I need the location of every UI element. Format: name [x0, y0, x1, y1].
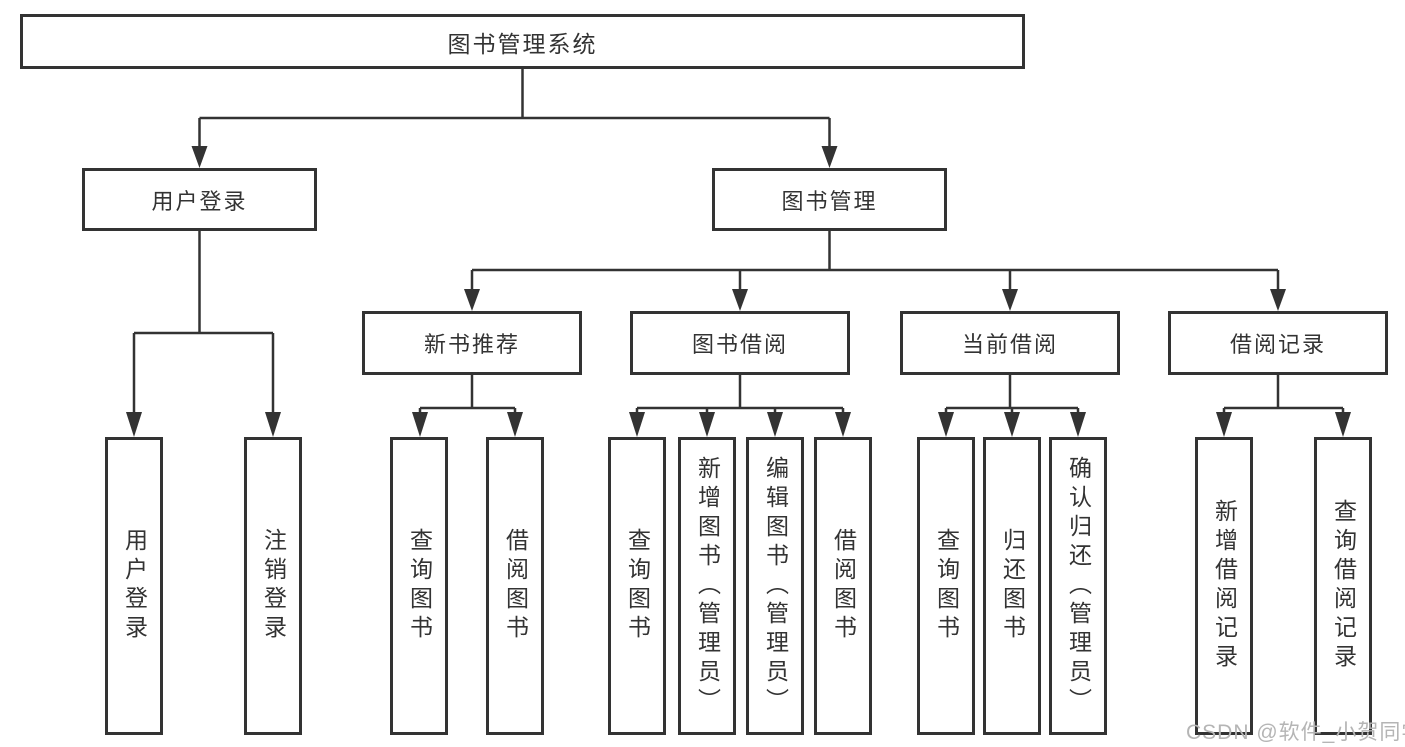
- node-user-login: 用户登录: [82, 168, 317, 231]
- leaf-label: 注销登录: [260, 528, 287, 644]
- node-label: 借阅记录: [1229, 332, 1326, 357]
- node-label: 图书借阅: [691, 332, 788, 357]
- leaf-label: 查询图书: [406, 528, 433, 644]
- leaf-label: 编辑图书（管理员）: [762, 455, 789, 717]
- node-book-borrowing: 图书借阅: [630, 311, 850, 375]
- leaf-label: 借阅图书: [502, 528, 529, 644]
- leaf-borrow-query-books: 查询图书: [608, 437, 666, 735]
- leaf-current-confirm-return-admin: 确认归还（管理员）: [1049, 437, 1107, 735]
- leaf-label: 用户登录: [121, 528, 148, 644]
- node-label: 新书推荐: [423, 332, 520, 357]
- connector-path: [132, 69, 1345, 413]
- leaf-records-query-borrow-record: 查询借阅记录: [1314, 437, 1372, 735]
- arrowheads: [126, 146, 1351, 437]
- leaf-borrow-add-books-admin: 新增图书（管理员）: [678, 437, 736, 735]
- leaf-logout: 注销登录: [244, 437, 302, 735]
- leaf-label: 归还图书: [999, 528, 1026, 644]
- node-label: 当前借阅: [961, 332, 1058, 357]
- leaf-current-return-books: 归还图书: [983, 437, 1041, 735]
- leaf-label: 查询借阅记录: [1330, 499, 1357, 673]
- leaf-label: 查询图书: [624, 528, 651, 644]
- node-library-management-system: 图书管理系统: [20, 14, 1025, 69]
- leaf-recommend-borrow-books: 借阅图书: [486, 437, 544, 735]
- node-book-management: 图书管理: [712, 168, 947, 231]
- leaf-label: 确认归还（管理员）: [1065, 455, 1092, 717]
- leaf-label: 新增图书（管理员）: [694, 455, 721, 717]
- leaf-user-login: 用户登录: [105, 437, 163, 735]
- node-new-book-recommendation: 新书推荐: [362, 311, 582, 375]
- watermark-csdn: CSDN @软件_小贺同学: [1186, 721, 1405, 744]
- leaf-borrow-borrow-books: 借阅图书: [814, 437, 872, 735]
- leaf-borrow-edit-books-admin: 编辑图书（管理员）: [746, 437, 804, 735]
- leaf-label: 借阅图书: [830, 528, 857, 644]
- node-current-borrowing: 当前借阅: [900, 311, 1120, 375]
- leaf-label: 新增借阅记录: [1211, 499, 1238, 673]
- node-borrowing-records: 借阅记录: [1168, 311, 1388, 375]
- leaf-current-query-books: 查询图书: [917, 437, 975, 735]
- node-label: 图书管理系统: [447, 30, 598, 57]
- leaf-label: 查询图书: [933, 528, 960, 644]
- node-label: 图书管理: [781, 188, 878, 214]
- leaf-records-add-borrow-record: 新增借阅记录: [1195, 437, 1253, 735]
- leaf-recommend-query-books: 查询图书: [390, 437, 448, 735]
- node-label: 用户登录: [151, 188, 248, 214]
